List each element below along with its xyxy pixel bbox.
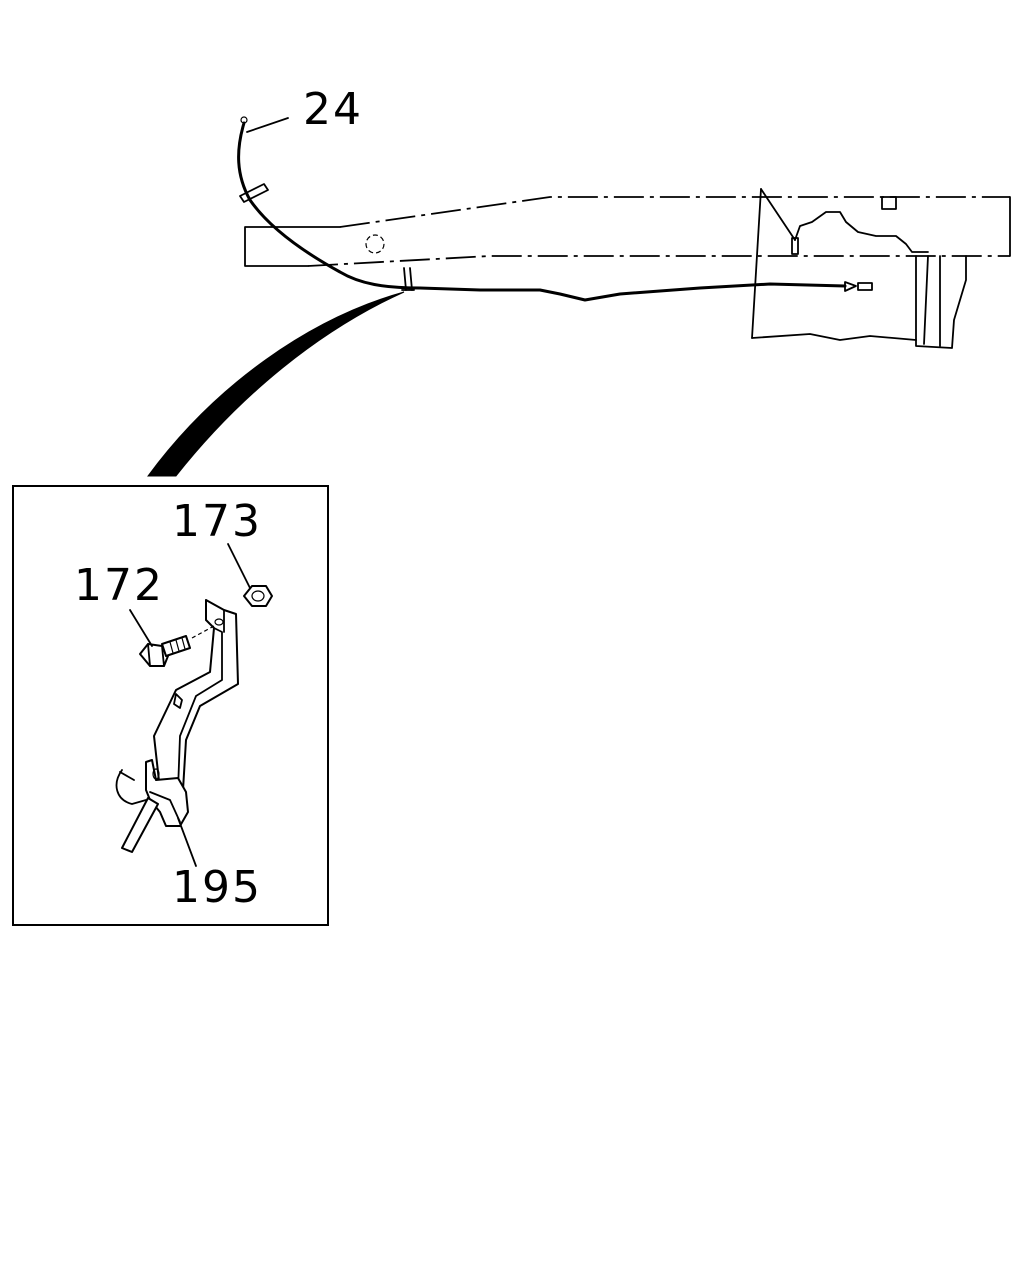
parking-brake-cable [237, 116, 873, 302]
callout-172: 172 [74, 560, 164, 611]
leader-173 [227, 543, 251, 589]
leader-195 [177, 817, 197, 867]
bolt [139, 625, 215, 667]
callout-173: 173 [172, 496, 262, 547]
cable-clamp [115, 759, 189, 853]
leader-lines [129, 117, 289, 867]
crossmember [751, 188, 967, 349]
nut [243, 585, 273, 607]
leader-24 [246, 117, 289, 133]
leader-172 [129, 609, 153, 647]
callout-24: 24 [303, 84, 363, 135]
detail-pointer [147, 291, 405, 477]
callout-195: 195 [172, 862, 262, 913]
frame-rail [244, 196, 1011, 267]
